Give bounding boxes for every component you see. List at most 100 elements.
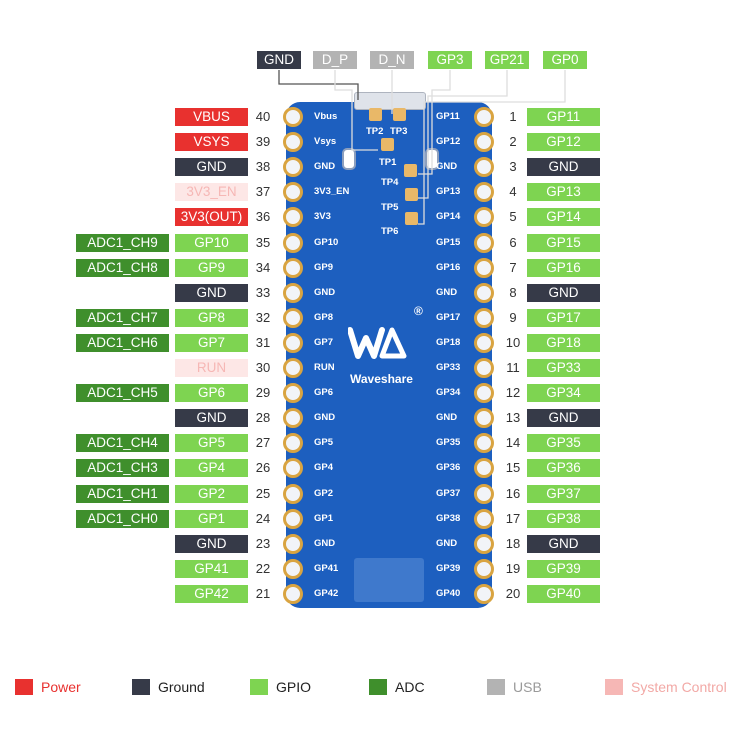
waveshare-logo-icon xyxy=(347,327,407,359)
pin-pad xyxy=(474,508,494,529)
pin-label-gnd: GND xyxy=(175,283,248,302)
pin-number: 19 xyxy=(505,560,521,576)
test-point-label: TP3 xyxy=(390,126,408,137)
pin-label-gp37: GP37 xyxy=(527,484,600,503)
pin-pad xyxy=(474,232,494,253)
pin-pad xyxy=(474,282,494,303)
silkscreen-label: GP4 xyxy=(314,462,334,474)
pin-pad xyxy=(283,508,303,529)
pin-pad xyxy=(474,383,494,404)
pin-label-gp5: GP5 xyxy=(175,434,248,453)
pin-label-gnd: GND xyxy=(175,534,248,553)
silkscreen-label: GP34 xyxy=(436,387,461,399)
silkscreen-label: GND xyxy=(314,412,336,424)
onboard-button xyxy=(342,148,356,170)
pin-pad xyxy=(283,282,303,303)
legend-label-system_control: System Control xyxy=(631,679,727,695)
test-point-pad xyxy=(369,108,382,121)
pin-pad xyxy=(283,182,303,203)
d-p-wire xyxy=(334,70,378,151)
gp3-wire xyxy=(418,70,451,175)
waveshare-logo xyxy=(347,320,428,370)
pin-pad xyxy=(283,257,303,278)
pin-number: 30 xyxy=(255,360,271,375)
pin-pad xyxy=(283,408,303,429)
pin-label-gp35: GP35 xyxy=(527,434,600,453)
top-label-gp21: GP21 xyxy=(485,51,529,69)
pin-label-gp40: GP40 xyxy=(527,584,600,603)
pin-number: 31 xyxy=(255,334,271,350)
pin-label-gp38: GP38 xyxy=(527,509,600,528)
pin-number: 6 xyxy=(509,234,517,250)
pin-number: 9 xyxy=(509,309,517,325)
pin-pad xyxy=(474,558,494,579)
pin-number: 36 xyxy=(255,209,271,225)
pin-label-run: RUN xyxy=(175,359,248,377)
pin-pad xyxy=(283,433,303,454)
pin-number: 26 xyxy=(255,460,271,476)
silkscreen-label: GP35 xyxy=(436,437,461,449)
pin-number: 39 xyxy=(255,134,271,150)
pin-label-gnd: GND xyxy=(527,283,600,302)
top-label-d-n: D_N xyxy=(370,51,414,69)
registered-mark: ® xyxy=(414,304,423,318)
pin-label-gnd: GND xyxy=(175,409,248,428)
silkscreen-label: GND xyxy=(436,161,458,173)
pin-label-gnd: GND xyxy=(527,158,600,177)
silkscreen-label: GP38 xyxy=(436,512,461,524)
pin-label-gp11: GP11 xyxy=(527,108,600,126)
silkscreen-label: GP1 xyxy=(314,512,334,524)
pin-label-gp15: GP15 xyxy=(527,233,600,252)
pin-pad xyxy=(283,332,303,353)
legend-swatch-power xyxy=(15,679,33,695)
silkscreen-label: GND xyxy=(314,161,336,173)
silkscreen-label: GND xyxy=(436,286,458,298)
legend-label-power: Power xyxy=(41,679,81,695)
test-point-pad xyxy=(405,212,418,225)
legend-swatch-system_control xyxy=(605,679,623,695)
pin-pad xyxy=(283,307,303,328)
pin-number: 1 xyxy=(509,109,517,124)
pin-label-gp16: GP16 xyxy=(527,258,600,277)
silkscreen-label: GP36 xyxy=(436,462,461,474)
pin-label-3v3-out-: 3V3(OUT) xyxy=(175,208,248,227)
pin-pad xyxy=(283,533,303,554)
silkscreen-label: GND xyxy=(314,537,336,549)
silkscreen-label: GP15 xyxy=(436,236,461,248)
pin-number: 40 xyxy=(255,109,271,124)
pin-number: 7 xyxy=(509,259,517,275)
top-label-d-p: D_P xyxy=(313,51,357,69)
silkscreen-label: GP2 xyxy=(314,487,334,499)
antenna-area xyxy=(354,558,424,602)
pin-pad xyxy=(474,358,494,378)
pin-pad xyxy=(474,182,494,203)
pin-label-gp17: GP17 xyxy=(527,308,600,327)
test-point-label: TP6 xyxy=(381,226,399,237)
pin-number: 8 xyxy=(509,284,517,300)
pin-number: 5 xyxy=(509,209,517,225)
pin-number: 12 xyxy=(505,385,521,401)
silkscreen-label: GP10 xyxy=(314,236,339,248)
pin-label-gp4: GP4 xyxy=(175,459,248,478)
pin-number: 23 xyxy=(255,535,271,551)
silkscreen-label: Vbus xyxy=(314,111,338,122)
pin-number: 10 xyxy=(505,334,521,350)
test-point-label: TP4 xyxy=(381,177,399,188)
pin-pad xyxy=(474,533,494,554)
pin-pad xyxy=(474,433,494,454)
pin-pad xyxy=(283,383,303,404)
pin-pad xyxy=(474,458,494,479)
pin-number: 38 xyxy=(255,159,271,175)
pin-number: 14 xyxy=(505,435,521,451)
pin-label-gp33: GP33 xyxy=(527,359,600,377)
pin-number: 16 xyxy=(505,485,521,501)
silkscreen-label: GP12 xyxy=(436,136,461,148)
silkscreen-label: GP5 xyxy=(314,437,334,449)
pin-pad xyxy=(474,207,494,228)
top-label-gp0: GP0 xyxy=(543,51,587,69)
silkscreen-label: GP33 xyxy=(436,362,461,373)
adc-label: ADC1_CH6 xyxy=(76,333,169,352)
pin-label-gp18: GP18 xyxy=(527,333,600,352)
silkscreen-label: GP40 xyxy=(436,587,461,599)
pin-label-gp41: GP41 xyxy=(175,559,248,578)
